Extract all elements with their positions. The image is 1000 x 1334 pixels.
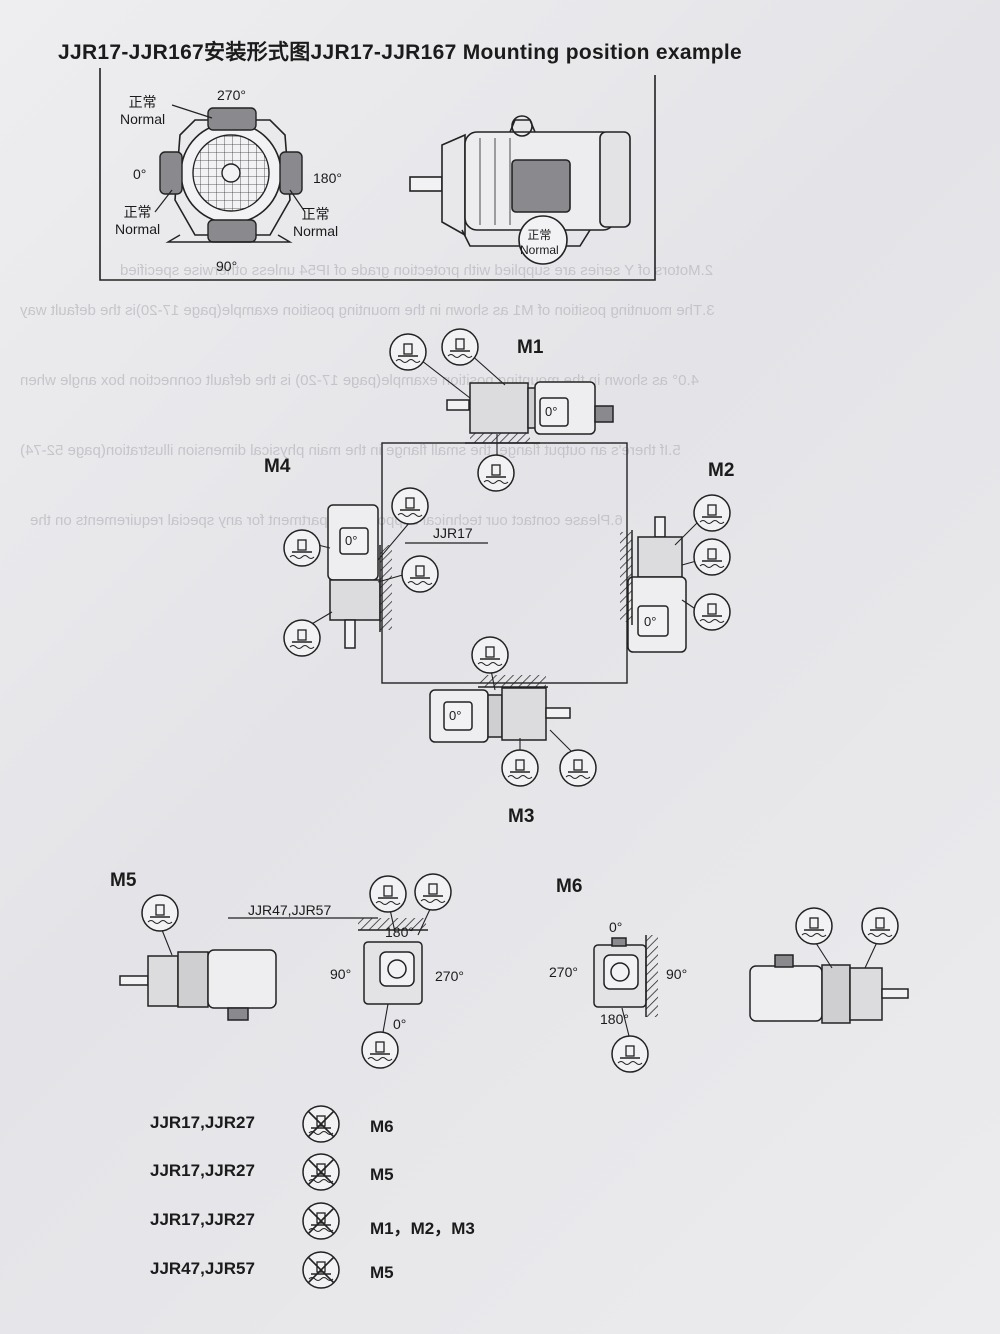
angle-label-270: 270° <box>217 87 246 103</box>
example-frame <box>99 68 656 281</box>
no-vent-icon <box>303 1154 339 1190</box>
m6-angle-left: 270° <box>549 964 578 980</box>
normal-label: 正常 Normal <box>120 94 166 127</box>
m6-angle-right: 90° <box>666 966 688 982</box>
angle-label-180: 180° <box>313 170 342 186</box>
position-label-m3: M3 <box>508 806 535 827</box>
angle-label-90: 90° <box>216 258 238 274</box>
normal-label: 正常 Normal <box>115 204 161 237</box>
position-label-m2: M2 <box>708 460 735 481</box>
position-label-m1: M1 <box>517 337 544 358</box>
gearmotor-m5-end <box>358 904 433 1039</box>
m6-angle-bottom: 180° <box>600 1011 629 1027</box>
normal-label: 正常 Normal <box>293 206 339 239</box>
legend-model: JJR17,JJR27 <box>150 1161 255 1180</box>
m5-angle-left: 90° <box>330 966 352 982</box>
legend-position: M6 <box>370 1117 394 1136</box>
no-vent-icon <box>303 1203 339 1239</box>
legend-model: JJR17,JJR27 <box>150 1113 255 1132</box>
gearmotor-m1 <box>394 339 614 455</box>
terminal-box-angle: 0° <box>449 708 462 723</box>
m5-angle-top: 180° <box>385 924 414 940</box>
no-vent-icon <box>303 1106 339 1142</box>
m6-angle-top: 0° <box>609 919 623 935</box>
gearmotor-m5-side <box>119 917 378 1021</box>
normal-label: 正常 Normal <box>520 228 559 257</box>
gearmotor-m3 <box>429 664 576 756</box>
legend-position: M5 <box>370 1263 394 1282</box>
terminal-box-angle: 0° <box>345 533 358 548</box>
m5-angle-right: 270° <box>435 968 464 984</box>
motor-side-view-drawing <box>409 115 631 265</box>
no-vent-icon <box>303 1252 339 1288</box>
legend-position: M1，M2，M3 <box>370 1219 475 1238</box>
terminal-box-angle: 0° <box>644 614 657 629</box>
m5-angle-bottom: 0° <box>393 1016 407 1032</box>
legend-model: JJR17,JJR27 <box>150 1210 255 1229</box>
gearmotor-m6-end <box>593 935 658 1041</box>
position-label-m5: M5 <box>110 870 137 891</box>
page-title: JJR17-JJR167安装形式图JJR17-JJR167 Mounting p… <box>58 41 743 64</box>
model-label-jjr17: JJR17 <box>433 525 473 541</box>
model-label-jjr47-57: JJR47,JJR57 <box>248 902 332 918</box>
legend-model: JJR47,JJR57 <box>150 1259 255 1278</box>
angle-label-0: 0° <box>133 166 147 182</box>
terminal-box-angle: 0° <box>545 404 558 419</box>
legend-position: M5 <box>370 1165 394 1184</box>
gearmotor-m4 <box>304 504 488 649</box>
position-label-m4: M4 <box>264 456 291 477</box>
gearmotor-m6-side <box>749 939 909 1024</box>
gearmotor-m2 <box>620 516 701 653</box>
motor-end-view-drawing <box>154 104 306 243</box>
position-label-m6: M6 <box>556 876 583 897</box>
